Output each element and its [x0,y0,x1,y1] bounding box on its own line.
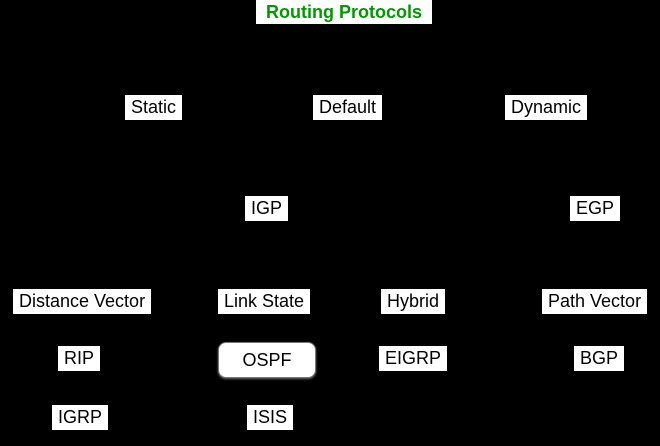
node-egp: EGP [570,196,621,221]
node-path-vector: Path Vector [542,289,648,314]
node-default: Default [313,95,383,120]
node-bgp: BGP [574,346,625,371]
node-igp: IGP [245,196,289,221]
node-ospf[interactable]: OSPF [218,342,316,378]
node-rip: RIP [58,346,101,371]
node-isis: ISIS [247,405,294,430]
node-static: Static [125,95,183,120]
node-dynamic: Dynamic [505,95,588,120]
diagram-title: Routing Protocols [256,0,432,24]
node-distance-vector: Distance Vector [13,289,152,314]
node-igrp: IGRP [52,405,109,430]
node-eigrp: EIGRP [379,346,448,371]
node-link-state: Link State [218,289,311,314]
node-hybrid: Hybrid [381,289,446,314]
